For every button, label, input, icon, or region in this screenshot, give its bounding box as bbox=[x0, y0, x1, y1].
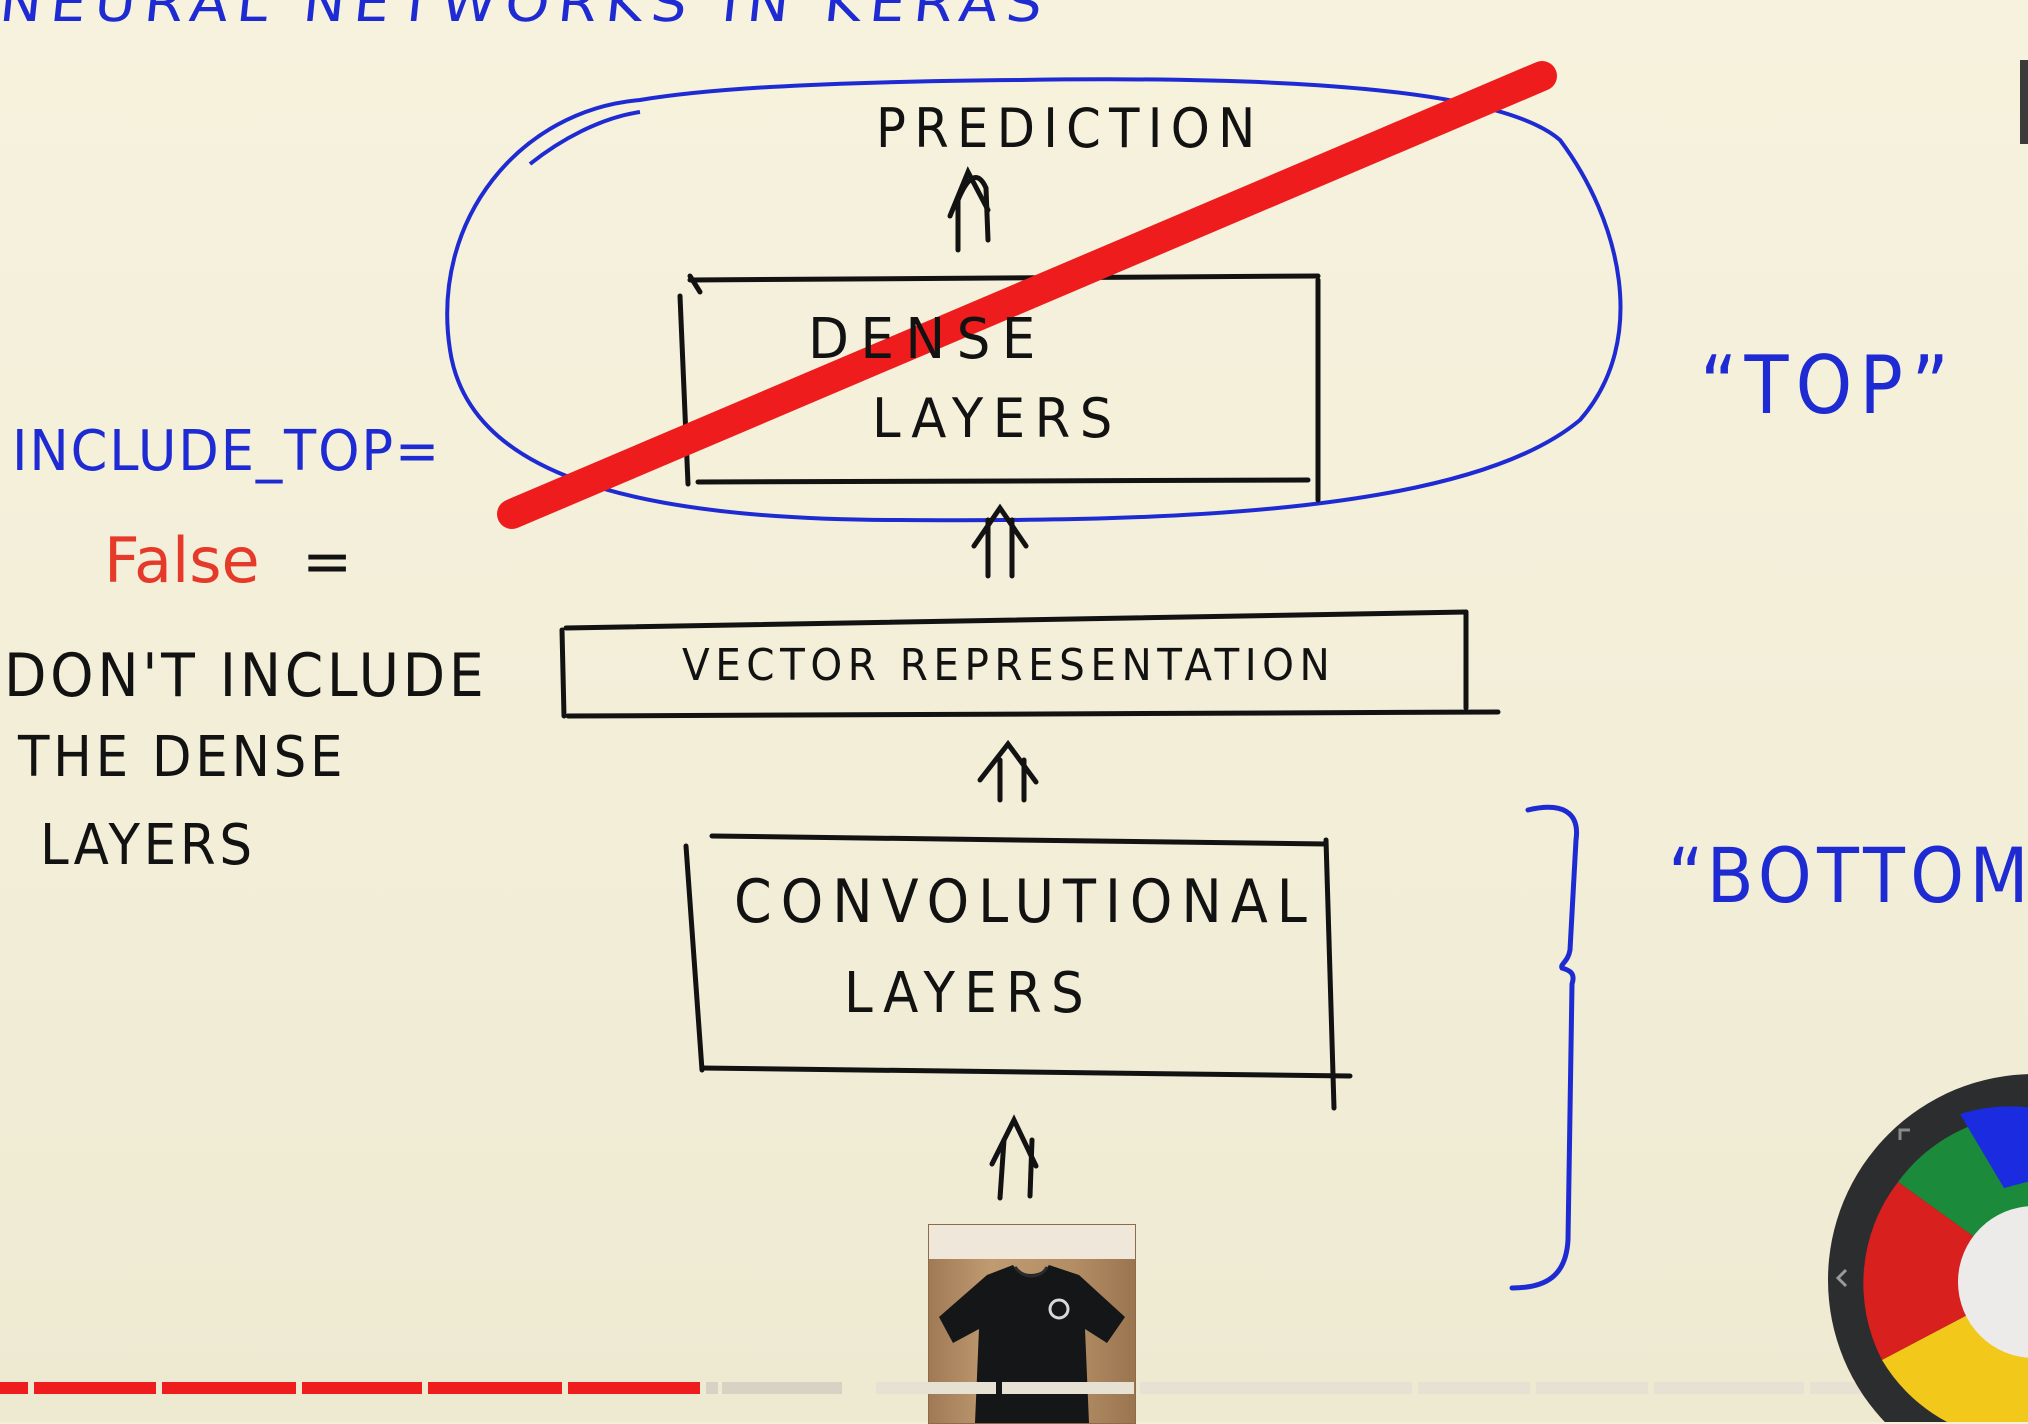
video-progress-bar[interactable] bbox=[0, 1382, 2028, 1394]
chapter-segment[interactable] bbox=[428, 1382, 562, 1394]
chevron-left-icon[interactable] bbox=[1835, 1268, 1848, 1288]
chapter-segment[interactable] bbox=[34, 1382, 156, 1394]
vector-representation-label: VECTOR REPRESENTATION bbox=[682, 640, 1336, 691]
vector-box bbox=[559, 609, 1501, 719]
chapter-segment[interactable] bbox=[162, 1382, 296, 1394]
photo-background bbox=[929, 1225, 1135, 1259]
dense-layers-label-line1: DENSE bbox=[808, 307, 1047, 372]
include-top-param: INCLUDE_TOP= bbox=[12, 419, 442, 484]
prediction-label: PREDICTION bbox=[876, 97, 1264, 160]
webcam-overlay-edge bbox=[2020, 60, 2028, 144]
dense-layers-label-line2: LAYERS bbox=[872, 387, 1122, 450]
lecture-title: NEURAL NETWORKS IN KERAS bbox=[0, 0, 1054, 34]
chapter-segment[interactable] bbox=[1418, 1382, 1530, 1394]
top-annotation: “TOP” bbox=[1700, 339, 1957, 432]
dense-layers-box bbox=[677, 273, 1321, 503]
conv-box bbox=[683, 833, 1353, 1111]
chapter-segment[interactable] bbox=[1536, 1382, 1648, 1394]
arrow-to-prediction bbox=[947, 166, 991, 253]
chapter-segment[interactable] bbox=[568, 1382, 700, 1394]
conv-layers-label-line2: LAYERS bbox=[844, 961, 1093, 1026]
bottom-annotation: “BOTTOM” bbox=[1668, 831, 2028, 920]
color-wheel-center bbox=[1958, 1206, 2028, 1358]
chapter-segment[interactable] bbox=[706, 1382, 718, 1394]
oval-stroke-tail bbox=[528, 110, 641, 166]
chapter-segment[interactable] bbox=[0, 1382, 28, 1394]
chapter-segment[interactable] bbox=[876, 1382, 996, 1394]
chapter-segment[interactable] bbox=[1140, 1382, 1412, 1394]
arrow-to-conv bbox=[989, 1114, 1039, 1201]
note-line-3: LAYERS bbox=[40, 813, 256, 878]
equals-sign: = bbox=[302, 527, 353, 597]
top-enclosure-oval bbox=[445, 77, 1623, 523]
bottom-bracket bbox=[1509, 804, 1580, 1291]
color-picker-wheel[interactable] bbox=[1820, 1060, 2028, 1422]
note-line-1: DON'T INCLUDE bbox=[4, 641, 488, 711]
corner-bracket-icon bbox=[1898, 1128, 1910, 1140]
arrow-to-dense bbox=[971, 503, 1029, 579]
arrow-to-vector bbox=[977, 739, 1039, 803]
chapter-segment[interactable] bbox=[1654, 1382, 1804, 1394]
conv-layers-label-line1: CONVOLUTIONAL bbox=[734, 867, 1316, 937]
color-swatch-red[interactable] bbox=[1863, 1182, 2028, 1360]
chapter-segment[interactable] bbox=[302, 1382, 422, 1394]
color-swatch-blue-top[interactable] bbox=[1960, 1106, 2028, 1188]
red-strike-through bbox=[497, 61, 1557, 529]
input-image-tshirt bbox=[928, 1224, 1136, 1424]
chapter-segment[interactable] bbox=[722, 1382, 842, 1394]
chapter-segment[interactable] bbox=[1002, 1382, 1134, 1394]
include-top-value: False bbox=[104, 524, 260, 597]
note-line-2: THE DENSE bbox=[18, 725, 347, 790]
